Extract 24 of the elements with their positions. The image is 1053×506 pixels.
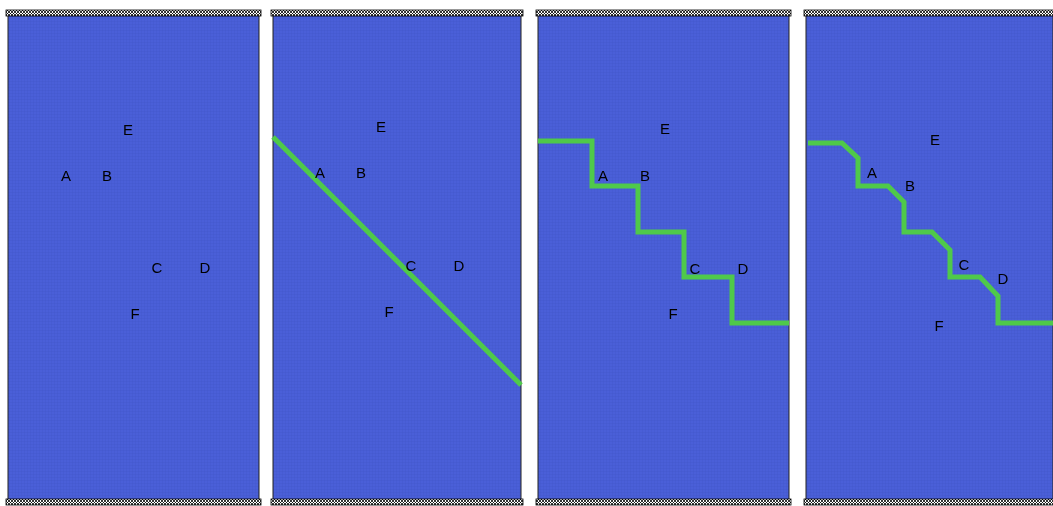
point-label: A: [61, 167, 71, 183]
point-label: C: [405, 257, 417, 273]
point-label: D: [199, 259, 211, 275]
point-label: C: [151, 259, 163, 275]
point-label: A: [598, 167, 608, 183]
point-label: E: [660, 120, 670, 136]
point-label: D: [737, 260, 749, 276]
point-label: B: [356, 164, 366, 180]
point-label: F: [384, 303, 394, 319]
point-label: D: [453, 257, 465, 273]
point-label: C: [958, 256, 970, 272]
point-label: F: [934, 317, 944, 333]
point-label: E: [376, 118, 386, 134]
point-label: B: [102, 167, 112, 183]
point-label: F: [130, 305, 140, 321]
point-label: D: [997, 270, 1009, 286]
point-label: C: [689, 260, 701, 276]
point-label: A: [315, 164, 325, 180]
point-label: F: [668, 305, 678, 321]
point-label: E: [930, 131, 940, 147]
point-label: A: [867, 164, 877, 180]
point-label: B: [640, 167, 650, 183]
point-label: B: [905, 177, 915, 193]
point-label: E: [123, 121, 133, 137]
